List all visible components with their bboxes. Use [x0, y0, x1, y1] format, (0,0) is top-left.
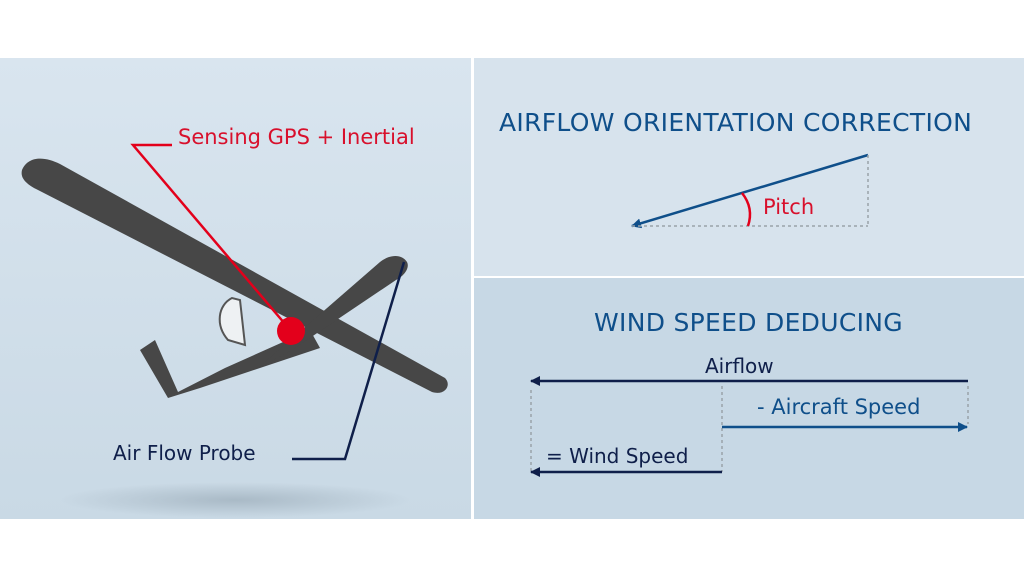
main-wing — [21, 158, 448, 393]
gps-label: Sensing GPS + Inertial — [178, 125, 415, 149]
probe-leader-line — [292, 261, 406, 461]
wind-speed-label: = Wind Speed — [546, 444, 688, 468]
top-right-panel — [474, 58, 1024, 276]
orientation-title: AIRFLOW ORIENTATION CORRECTION — [499, 108, 972, 137]
bottom-right-panel — [474, 278, 1024, 519]
wind-title: WIND SPEED DEDUCING — [594, 308, 903, 337]
pitch-vector-arrow — [631, 153, 869, 229]
fuselage — [140, 330, 320, 398]
pitch-angle-arc — [741, 192, 752, 227]
aircraft-speed-label: - Aircraft Speed — [757, 395, 920, 419]
gps-leader-line — [130, 143, 292, 332]
airflow-label: Airflow — [705, 354, 774, 378]
canopy — [218, 296, 247, 347]
aircraft-shadow — [60, 482, 410, 518]
pitch-label: Pitch — [763, 195, 814, 219]
probe-label: Air Flow Probe — [113, 441, 256, 465]
